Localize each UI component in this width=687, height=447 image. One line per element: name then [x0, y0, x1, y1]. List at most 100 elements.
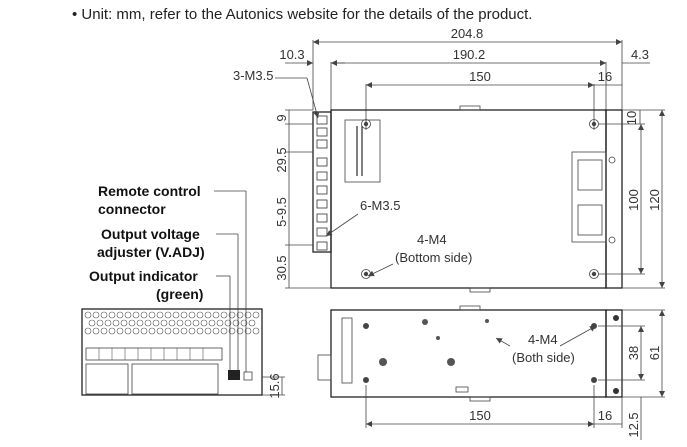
- vent-hole: [228, 327, 236, 335]
- vent-hole: [112, 319, 120, 327]
- vent-hole: [148, 311, 156, 319]
- vent-hole: [176, 319, 184, 327]
- vent-hole: [240, 319, 248, 327]
- vent-hole: [220, 327, 228, 335]
- vent-hole: [148, 327, 156, 335]
- vent-hole: [180, 311, 188, 319]
- label-terminal-screw: 3-M3.5: [233, 68, 273, 83]
- callout-vadj-line2: adjuster (V.ADJ): [97, 244, 205, 260]
- dim-side-total: 61: [647, 346, 662, 360]
- vent-hole: [104, 319, 112, 327]
- callout-indicator-line1: Output indicator: [89, 268, 198, 284]
- label-both-side: (Both side): [512, 350, 575, 365]
- dim-pitch-c: 30.5: [274, 255, 289, 280]
- vent-hole: [196, 311, 204, 319]
- dim-body-length: 190.2: [453, 47, 486, 62]
- vent-hole: [224, 319, 232, 327]
- vent-hole: [192, 319, 200, 327]
- vent-hole: [160, 319, 168, 327]
- top-view: 204.8 190.2 10.3 4.3 150 16: [233, 26, 665, 293]
- vent-hole: [144, 319, 152, 327]
- vent-hole: [228, 311, 236, 319]
- callouts: Remote control connector Output voltage …: [89, 183, 247, 372]
- vent-hole: [108, 327, 116, 335]
- vent-hole: [132, 327, 140, 335]
- dim-side-spacing: 150: [469, 408, 491, 423]
- vent-hole: [184, 319, 192, 327]
- vent-hole: [84, 311, 92, 319]
- vent-hole: [172, 327, 180, 335]
- unit-note: • Unit: mm, refer to the Autonics websit…: [72, 6, 533, 23]
- vent-hole: [84, 327, 92, 335]
- vent-hole: [200, 319, 208, 327]
- callout-indicator-line2: (green): [156, 286, 203, 302]
- vent-hole: [252, 311, 260, 319]
- vent-hole: [120, 319, 128, 327]
- dim-pitch-a: 29.5: [274, 147, 289, 172]
- vent-hole: [204, 311, 212, 319]
- label-bottom-side: (Bottom side): [395, 250, 472, 265]
- vent-hole: [152, 319, 160, 327]
- dim-overall-length: 204.8: [451, 26, 484, 41]
- vent-hole: [236, 311, 244, 319]
- callout-remote-line1: Remote control: [98, 183, 201, 199]
- dim-pitch-top: 9: [274, 114, 289, 121]
- vent-hole: [236, 327, 244, 335]
- vent-hole: [212, 327, 220, 335]
- side-view: 4-M4 (Both side) 150 16 38 61 12.5: [317, 305, 665, 440]
- vent-hole: [100, 311, 108, 319]
- dim-height-total: 120: [647, 189, 662, 211]
- vent-hole: [244, 327, 252, 335]
- vent-hole: [208, 319, 216, 327]
- vent-hole: [216, 319, 224, 327]
- vent-hole: [244, 311, 252, 319]
- vent-hole: [124, 327, 132, 335]
- vent-hole: [116, 327, 124, 335]
- vent-hole: [132, 311, 140, 319]
- vent-hole: [96, 319, 104, 327]
- dim-side-edge: 16: [598, 408, 612, 423]
- dim-right-offset: 4.3: [631, 47, 649, 62]
- vent-hole: [116, 311, 124, 319]
- vent-hole: [108, 311, 116, 319]
- vent-hole: [156, 311, 164, 319]
- dim-side-inner: 38: [626, 346, 641, 360]
- label-both-screw: 4-M4: [528, 332, 558, 347]
- vent-hole: [172, 311, 180, 319]
- vent-hole: [100, 327, 108, 335]
- vent-hole: [188, 327, 196, 335]
- callout-remote-line2: connector: [98, 201, 166, 217]
- label-bottom-screw: 4-M4: [417, 232, 447, 247]
- callout-vadj-line1: Output voltage: [101, 226, 200, 242]
- vent-hole: [128, 319, 136, 327]
- vent-hole: [92, 327, 100, 335]
- vent-hole: [156, 327, 164, 335]
- vent-hole: [196, 327, 204, 335]
- vent-hole: [140, 311, 148, 319]
- dim-left-offset: 10.3: [279, 47, 304, 62]
- dim-front-height: 15.6: [267, 373, 282, 398]
- vent-hole: [88, 319, 96, 327]
- vent-hole: [212, 311, 220, 319]
- vent-hole: [168, 319, 176, 327]
- dim-right-top: 10: [624, 111, 639, 125]
- vent-hole: [136, 319, 144, 327]
- vent-hole: [180, 327, 188, 335]
- vent-hole: [188, 311, 196, 319]
- dim-hole-edge: 16: [598, 69, 612, 84]
- vent-hole: [204, 327, 212, 335]
- dim-hole-spacing: 150: [469, 69, 491, 84]
- vent-hole: [252, 327, 260, 335]
- label-output-screw: 6-M3.5: [360, 198, 400, 213]
- dim-side-bottom: 12.5: [626, 412, 641, 437]
- vent-hole: [164, 311, 172, 319]
- vent-hole: [164, 327, 172, 335]
- vent-hole: [92, 311, 100, 319]
- vent-hole: [220, 311, 228, 319]
- vent-hole: [124, 311, 132, 319]
- vent-hole: [248, 319, 256, 327]
- dim-height-inner: 100: [626, 189, 641, 211]
- front-view: 15.6: [81, 308, 285, 399]
